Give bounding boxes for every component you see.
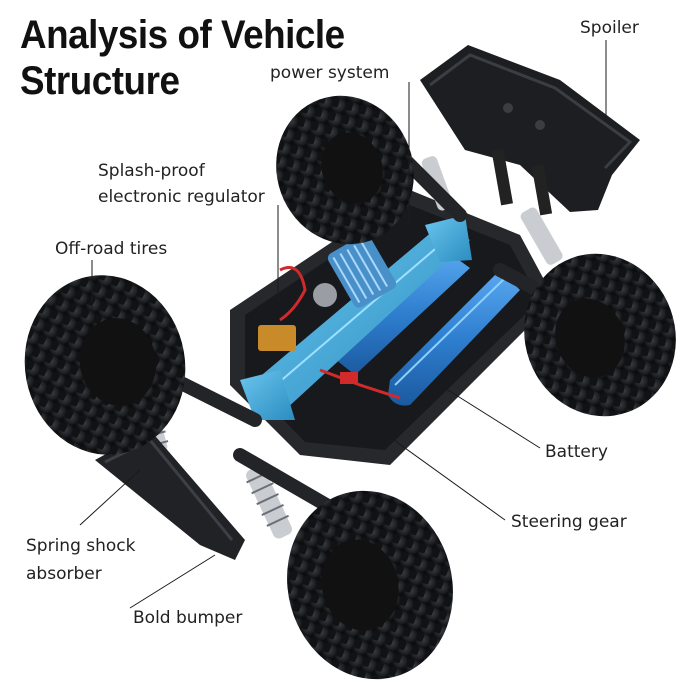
tire-front-right: [287, 490, 453, 680]
tire-rear-right: [524, 253, 676, 417]
label-power-system: power system: [270, 63, 390, 83]
label-battery: Battery: [545, 442, 608, 462]
title-line-2: Structure: [20, 59, 180, 103]
metal-frame: [240, 215, 472, 420]
label-regulator-line-2: electronic regulator: [98, 187, 265, 207]
title-line-1: Analysis of Vehicle: [20, 13, 345, 57]
label-regulator-line-1: Splash-proof: [98, 161, 205, 181]
electronic-regulator: [258, 266, 401, 400]
label-spring-line-1: Spring shock: [26, 536, 136, 556]
label-spring-line-2: absorber: [26, 564, 102, 584]
leader-battery: [439, 384, 541, 449]
leader-steering: [379, 429, 506, 521]
leader-spring: [79, 469, 141, 526]
label-steering: Steering gear: [511, 512, 627, 532]
label-bumper: Bold bumper: [133, 608, 243, 628]
spoiler-part: [420, 45, 640, 216]
tire-rear-left: [276, 95, 414, 245]
tire-front-left: [24, 275, 186, 455]
leader-bumper: [129, 554, 216, 609]
battery-pack: [330, 250, 520, 406]
leader-lines: [79, 40, 607, 609]
label-regulator: Splash-proof electronic regulator: [98, 158, 265, 210]
label-spoiler: Spoiler: [580, 18, 639, 38]
label-tires: Off-road tires: [55, 239, 168, 259]
motor-power-system: [313, 234, 397, 308]
diagram-title: Analysis of Vehicle Structure: [20, 12, 345, 104]
label-spring: Spring shock absorber: [26, 532, 136, 588]
